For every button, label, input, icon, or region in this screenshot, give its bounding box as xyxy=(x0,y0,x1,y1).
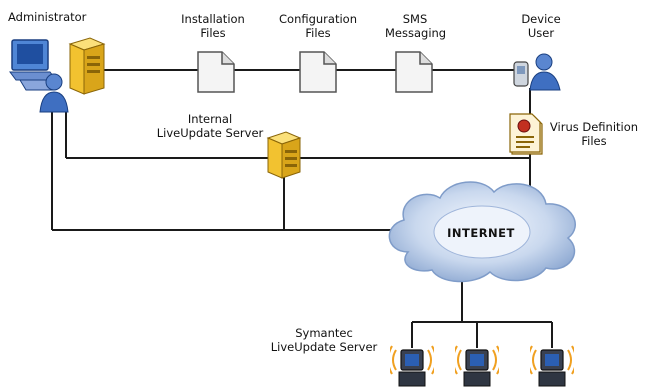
device-user-label: Device User xyxy=(521,12,561,40)
wifi-signal-icon xyxy=(390,345,434,375)
symantec-liveupdate-server-label: Symantec LiveUpdate Server xyxy=(270,326,378,354)
installation-files-node xyxy=(196,50,236,94)
administrator-node xyxy=(8,36,108,118)
symantec-server-middle-node xyxy=(455,338,499,390)
symantec-server-monitor-icon xyxy=(398,349,426,387)
configuration-files-document-icon xyxy=(299,51,337,93)
device-user-node xyxy=(510,52,564,92)
configuration-files-label: Configuration Files xyxy=(279,12,357,40)
device-user-person-icon xyxy=(529,53,561,91)
internal-liveupdate-server-node xyxy=(266,130,302,180)
administrator-label: Administrator xyxy=(8,10,87,24)
internet-cloud-icon xyxy=(388,181,576,283)
wifi-signal-icon xyxy=(455,345,499,375)
mobile-device-icon xyxy=(513,61,529,87)
installation-files-document-icon xyxy=(197,51,235,93)
symantec-server-monitor-icon xyxy=(538,349,566,387)
workstation-monitor-icon xyxy=(9,39,57,91)
wifi-signal-icon xyxy=(530,345,574,375)
internet-label: INTERNET xyxy=(447,226,515,240)
internal-liveupdate-server-icon xyxy=(266,131,302,179)
virus-definition-files-node xyxy=(508,110,544,156)
virus-definition-files-icon xyxy=(509,113,543,155)
sms-messaging-document-icon xyxy=(395,51,433,93)
sms-messaging-label: SMS Messaging xyxy=(385,12,447,40)
sms-messaging-node xyxy=(394,50,434,94)
internal-liveupdate-server-label: Internal LiveUpdate Server xyxy=(156,112,264,140)
symantec-server-right-node xyxy=(530,338,574,390)
administrator-person-icon xyxy=(39,73,69,113)
configuration-files-node xyxy=(298,50,338,94)
installation-files-label: Installation Files xyxy=(181,12,245,40)
symantec-server-monitor-icon xyxy=(463,349,491,387)
symantec-server-left-node xyxy=(390,338,434,390)
admin-server-icon xyxy=(68,37,106,95)
internet-cloud-node: INTERNET xyxy=(378,174,588,286)
virus-definition-files-label: Virus Definition Files xyxy=(549,120,639,148)
